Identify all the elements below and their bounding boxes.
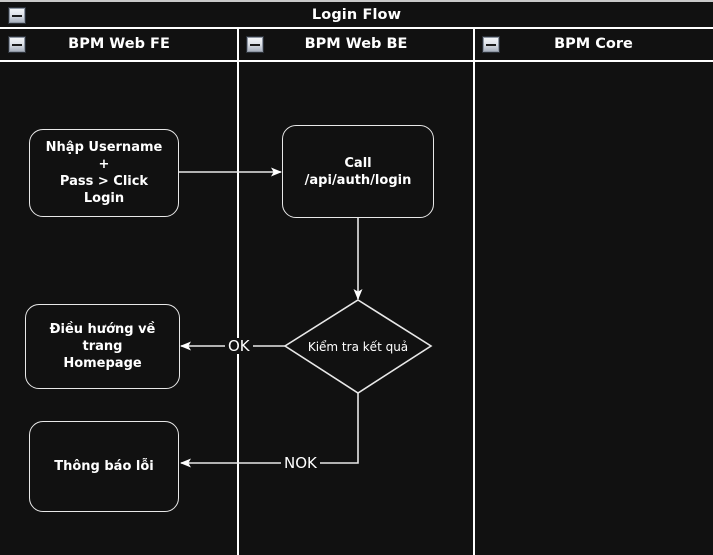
lane-divider-be-core (473, 29, 475, 555)
task-show-error[interactable]: Thông báo lỗi (29, 421, 179, 512)
lane-collapse-icon-bpm-web-fe[interactable] (9, 37, 25, 52)
lane-header-bpm-web-fe[interactable]: BPM Web FE (0, 29, 238, 60)
task-enter-credentials-label: Nhập Username + Pass > Click Login (45, 140, 163, 206)
edge-label-ok: OK (225, 338, 253, 354)
lane-header-bpm-web-be[interactable]: BPM Web BE (238, 29, 474, 60)
lane-header-strip: BPM Web FE BPM Web BE BPM Core (0, 29, 713, 62)
lane-header-bpm-core[interactable]: BPM Core (474, 29, 713, 60)
lane-collapse-icon-bpm-web-be[interactable] (247, 37, 263, 52)
edge-label-nok: NOK (281, 455, 320, 471)
lane-title-bpm-core: BPM Core (554, 36, 633, 52)
task-show-error-label: Thông báo lỗi (54, 459, 154, 474)
flow-gateway-nok (180, 393, 359, 468)
pool-collapse-icon[interactable] (9, 8, 25, 23)
task-call-login-api[interactable]: Call /api/auth/login (282, 125, 434, 218)
pool-title-bar: Login Flow (0, 0, 713, 29)
task-redirect-homepage-label: Điều hướng về trang Homepage (49, 322, 156, 371)
pool-title: Login Flow (311, 7, 402, 23)
gateway-check-result-label: Kiểm tra kết quả (307, 339, 409, 354)
task-redirect-homepage[interactable]: Điều hướng về trang Homepage (25, 304, 180, 389)
lane-collapse-icon-bpm-core[interactable] (483, 37, 499, 52)
task-enter-credentials[interactable]: Nhập Username + Pass > Click Login (29, 129, 179, 217)
task-call-login-api-label: Call /api/auth/login (304, 155, 412, 188)
lane-title-bpm-web-fe: BPM Web FE (68, 36, 170, 52)
lane-divider-fe-be (237, 29, 239, 555)
gateway-check-result[interactable]: Kiểm tra kết quả (285, 300, 431, 393)
lane-title-bpm-web-be: BPM Web BE (304, 36, 408, 52)
